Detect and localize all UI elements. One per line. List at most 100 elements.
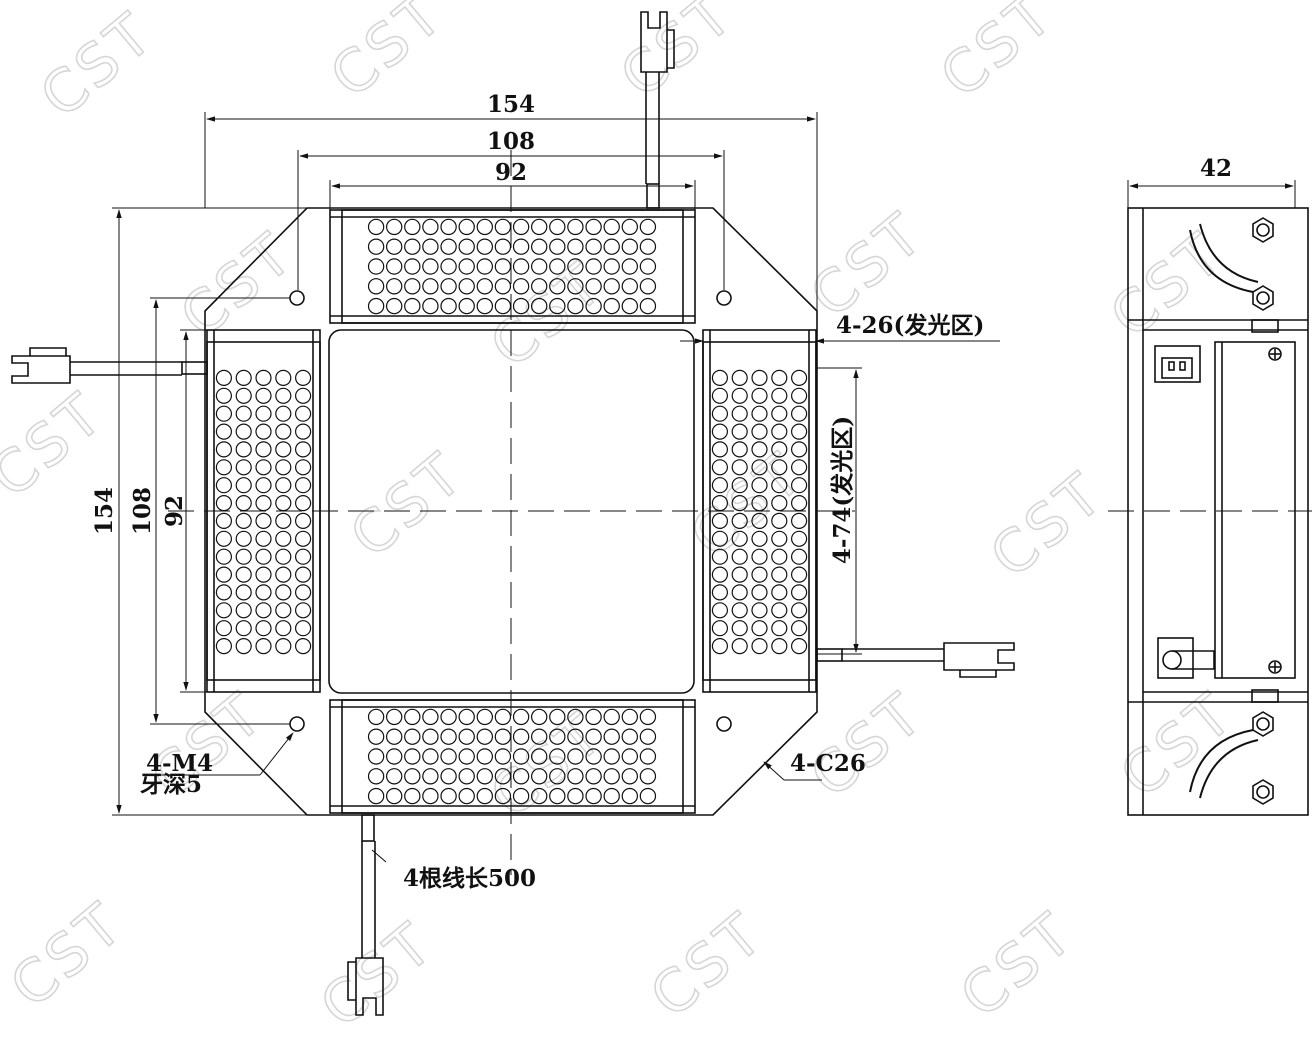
led — [731, 369, 748, 386]
led — [215, 530, 232, 547]
led — [731, 566, 748, 583]
led — [422, 278, 439, 295]
led — [275, 620, 292, 637]
led — [731, 441, 748, 458]
led — [275, 423, 292, 440]
led — [585, 278, 602, 295]
led — [639, 218, 657, 236]
watermark-text: CST — [638, 899, 777, 1031]
led — [275, 602, 292, 619]
led — [603, 278, 620, 295]
led-array-right — [711, 369, 808, 655]
led — [295, 369, 312, 386]
led — [295, 584, 312, 601]
led — [621, 258, 639, 275]
led — [255, 369, 272, 386]
led — [711, 441, 729, 458]
led — [476, 218, 493, 236]
watermark-text: CST — [308, 909, 447, 1038]
led — [235, 441, 252, 458]
dim-left-light: 92 — [161, 495, 188, 527]
led-array-bottom — [367, 708, 657, 805]
led — [404, 278, 421, 295]
led — [621, 278, 639, 295]
led — [790, 620, 808, 637]
led — [235, 495, 252, 512]
led — [255, 405, 272, 422]
led — [255, 637, 272, 655]
led — [731, 530, 748, 547]
led — [621, 748, 639, 765]
led — [476, 787, 493, 805]
led — [494, 297, 512, 315]
led — [255, 477, 272, 494]
led — [215, 459, 232, 476]
led — [639, 278, 657, 295]
led — [440, 768, 457, 785]
led — [585, 748, 602, 765]
led — [549, 768, 566, 785]
led — [790, 477, 808, 494]
watermark-text: CST — [28, 0, 167, 131]
led — [295, 566, 312, 583]
led — [275, 637, 292, 655]
led — [549, 728, 566, 745]
led — [549, 787, 566, 805]
led — [476, 708, 493, 726]
led — [531, 748, 548, 765]
led — [255, 495, 272, 512]
led — [255, 387, 272, 404]
led — [494, 258, 512, 275]
led — [751, 548, 768, 565]
led — [215, 405, 232, 422]
led — [440, 258, 457, 275]
led — [235, 548, 252, 565]
led — [585, 708, 602, 726]
led — [295, 441, 312, 458]
watermark-text: CST — [798, 199, 937, 331]
led — [567, 768, 584, 785]
led — [621, 787, 639, 805]
led — [531, 278, 548, 295]
mount-hole — [716, 716, 732, 732]
led — [711, 369, 729, 386]
dim-top-overall: 154 — [487, 91, 535, 118]
watermark-text: CST — [978, 459, 1117, 591]
led — [255, 548, 272, 565]
watermark-text: CST — [168, 219, 307, 351]
led — [751, 387, 768, 404]
led — [235, 566, 252, 583]
led — [422, 218, 439, 236]
led — [567, 258, 584, 275]
led — [531, 708, 548, 726]
led — [512, 728, 530, 745]
led — [458, 748, 475, 765]
led — [603, 297, 620, 315]
led — [711, 637, 729, 655]
led — [367, 787, 385, 805]
mount-hole — [289, 716, 305, 732]
led — [404, 708, 421, 726]
led — [275, 548, 292, 565]
led — [512, 297, 530, 315]
led — [751, 637, 768, 655]
led — [235, 602, 252, 619]
led — [255, 566, 272, 583]
led — [404, 238, 421, 255]
led — [621, 728, 639, 745]
dim-lines-top — [204, 112, 818, 311]
watermark-text: CST — [0, 889, 137, 1021]
led — [275, 459, 292, 476]
callout-emit-length: 4-74(发光区) — [829, 416, 856, 564]
led — [422, 238, 439, 255]
led — [567, 728, 584, 745]
led — [771, 477, 788, 494]
led — [440, 748, 457, 765]
led — [275, 566, 292, 583]
led — [531, 728, 548, 745]
led — [458, 768, 475, 785]
led — [215, 602, 232, 619]
led — [235, 637, 252, 655]
led — [771, 584, 788, 601]
led — [751, 512, 768, 530]
